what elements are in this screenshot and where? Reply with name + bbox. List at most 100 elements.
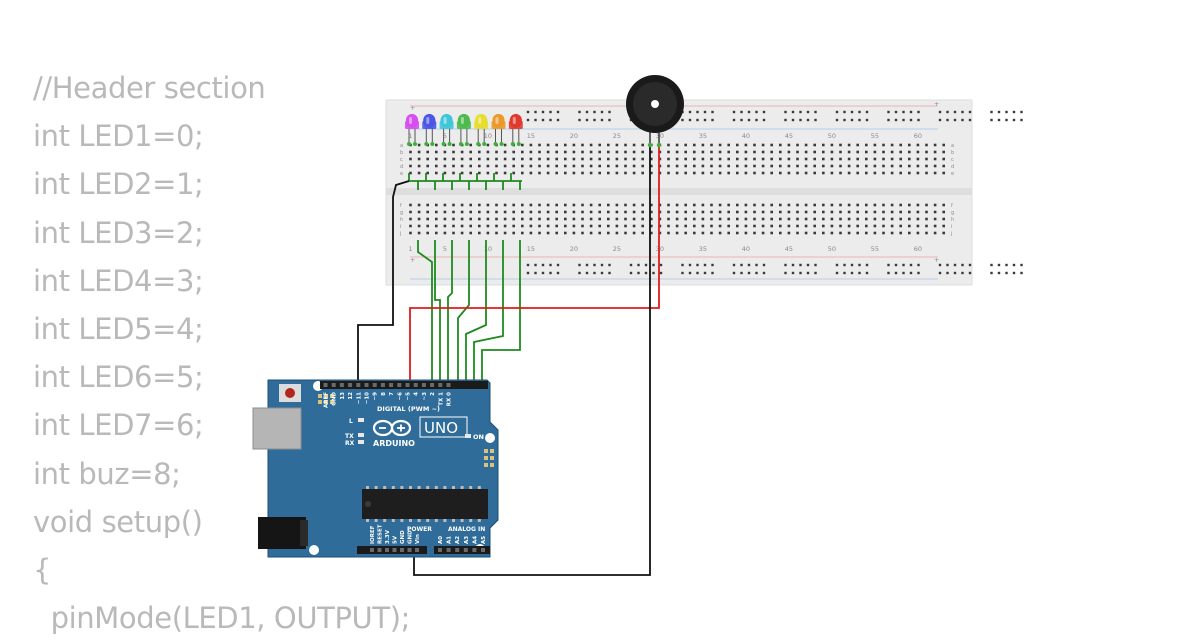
power-pin-label: RESET	[378, 524, 384, 544]
column-number: 20	[570, 245, 578, 253]
led-array	[405, 114, 523, 146]
on-led-label: ON	[473, 433, 484, 441]
analog-pin-label: A5	[481, 536, 487, 544]
digital-pin-label: RX 0	[447, 392, 453, 406]
digital-pin-label: 2	[430, 392, 436, 396]
column-number: 25	[613, 245, 621, 253]
digital-pin-label: ~6	[397, 392, 403, 401]
icsp-header-right	[484, 449, 494, 467]
power-pin-label: 3.3V	[385, 529, 391, 544]
column-number: 30	[656, 132, 664, 140]
model-label: UNO	[424, 419, 458, 437]
row-letter: i	[400, 224, 401, 230]
l-led-label: L	[349, 418, 353, 425]
analog-pin-label: A3	[464, 536, 470, 544]
analog-pin-label: A4	[472, 536, 478, 544]
code-line: int LED2=1;	[33, 167, 204, 202]
led	[422, 114, 437, 146]
digital-pin-label: 7	[389, 392, 395, 396]
column-number: 1	[408, 132, 412, 140]
tx-led-label: TX	[345, 433, 354, 440]
column-number: 35	[699, 132, 707, 140]
led-signal-wire	[481, 240, 521, 385]
code-line: int LED3=2;	[33, 215, 204, 250]
row-letter: e	[400, 171, 403, 177]
power-pin-label: Vin	[415, 534, 421, 544]
led	[405, 114, 419, 146]
digital-pin-label: ~3	[422, 392, 428, 401]
row-letter: g	[951, 210, 954, 216]
code-line: int LED4=3;	[33, 263, 204, 298]
led-signal-wire	[473, 240, 504, 385]
column-number: 40	[742, 245, 750, 253]
led-signal-wire	[447, 240, 453, 385]
column-number: 55	[871, 132, 879, 140]
row-letter: d	[951, 164, 954, 170]
code-line: pinMode(LED1, OUTPUT);	[33, 601, 411, 636]
led-signal-wire	[457, 240, 470, 385]
column-number: 10	[484, 132, 492, 140]
code-line: void setup()	[33, 504, 203, 539]
wires	[357, 145, 660, 576]
code-line: //Header section	[33, 71, 266, 105]
code-line: int LED7=6;	[33, 408, 204, 443]
row-letter: a	[400, 143, 403, 149]
led	[439, 114, 454, 146]
power-label: POWER	[407, 526, 432, 533]
digital-pin-label: ~9	[373, 392, 379, 401]
column-number: 15	[527, 245, 535, 253]
code-line: int LED6=5;	[33, 360, 204, 395]
code-line: int buz=8;	[33, 456, 181, 491]
power-pin-label: IOREF	[370, 525, 376, 544]
row-letter: h	[951, 217, 954, 223]
analog-pin-label: A0	[438, 536, 444, 544]
led	[456, 114, 471, 146]
rail-plus-label: +	[410, 104, 415, 112]
row-letter: c	[951, 157, 954, 163]
column-number: 60	[914, 245, 922, 253]
column-number: 15	[527, 132, 535, 140]
buzzer	[626, 75, 684, 148]
row-letter: b	[400, 150, 403, 156]
analog-pin-label: A2	[455, 536, 461, 544]
digital-pin-label: 13	[340, 392, 346, 400]
digital-pin-label: AREF	[324, 392, 330, 408]
rx-led-label: RX	[345, 440, 355, 447]
column-number: 45	[785, 245, 793, 253]
column-number: 1	[408, 245, 412, 253]
analog-in-label: ANALOG IN	[448, 526, 485, 533]
led-signal-wire	[434, 240, 441, 385]
column-number: 50	[828, 245, 836, 253]
digital-pin-label: 12	[348, 392, 354, 400]
led-signal-wire	[465, 240, 487, 385]
icsp-header	[318, 394, 334, 404]
row-letter: i	[951, 224, 952, 230]
row-letter: b	[951, 150, 954, 156]
row-letter: d	[400, 164, 403, 170]
microcontroller-chip	[362, 486, 488, 522]
column-number: 40	[742, 132, 750, 140]
digital-pin-label: 4	[414, 392, 420, 396]
column-number: 25	[613, 132, 621, 140]
column-number: 55	[871, 245, 879, 253]
row-letter: f	[400, 203, 402, 209]
digital-pin-label: ~5	[406, 392, 412, 401]
buzzer-signal-wire	[409, 145, 660, 385]
column-number: 60	[914, 132, 922, 140]
row-letter: j	[950, 231, 952, 237]
led-ground-wire	[357, 180, 410, 385]
digital-header-pins	[323, 383, 451, 387]
column-number: 10	[484, 245, 492, 253]
digital-pin-label: ~11	[356, 392, 362, 404]
rail-plus-label-bottom-right: +	[934, 256, 939, 264]
digital-pin-label: 8	[381, 392, 387, 396]
led	[474, 114, 489, 146]
row-letter: c	[400, 157, 403, 163]
